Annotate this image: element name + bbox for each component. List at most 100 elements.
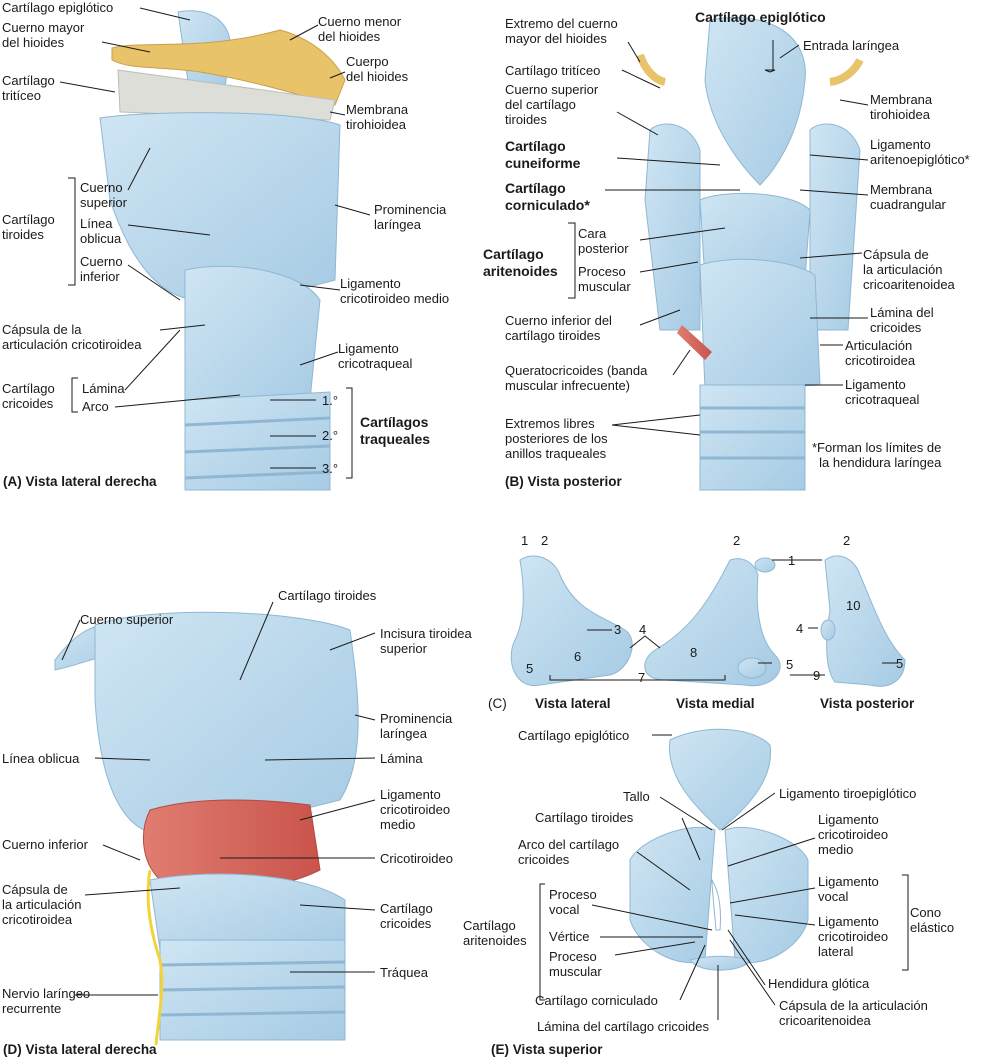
a-label-tiroides-1: Cartílago: [2, 212, 55, 227]
b-cricoid-lamina: [699, 258, 821, 391]
e-label-tiroides: Cartílago tiroides: [535, 810, 634, 825]
a-label-t1: 1.°: [322, 393, 339, 408]
e-label-aritenoides-2: aritenoides: [463, 933, 527, 948]
e-label-capsula-2: cricoaritenoidea: [779, 1013, 871, 1028]
b-label-cara-posterior-2: posterior: [578, 241, 629, 256]
d-label-traquea: Tráquea: [380, 965, 428, 980]
b-label-nota-2: la hendidura laríngea: [819, 455, 942, 470]
c-num-8: 8: [690, 645, 698, 660]
e-epiglottis: [669, 728, 772, 831]
d-label-incisura-2: superior: [380, 641, 427, 656]
b-hyoid-right: [829, 58, 864, 86]
b-label-lamina-cricoides-1: Lámina del: [870, 305, 934, 320]
e-label-proceso-muscular-1: Proceso: [549, 949, 597, 964]
a-label-triticeo-1: Cartílago: [2, 73, 55, 88]
panel-c-illustration: [510, 555, 906, 687]
b-label-cuerno-superior-3: tiroides: [505, 112, 547, 127]
e-label-cono-1: Cono: [910, 905, 942, 920]
b-label-cuneiforme-2: cuneiforme: [505, 155, 581, 171]
c-num-7: 7: [638, 670, 646, 685]
d-thyroid-cartilage: [94, 611, 359, 836]
c-posterior-arytenoid: [824, 555, 906, 687]
b-label-cuneiforme-1: Cartílago: [505, 138, 566, 154]
c-num-5b: 5: [786, 657, 794, 672]
panel-e-caption: (E) Vista superior: [491, 1042, 603, 1057]
c-num-5a: 5: [526, 661, 534, 676]
e-label-cono-2: elástico: [910, 920, 955, 935]
d-label-prominencia-1: Prominencia: [380, 711, 453, 726]
b-label-triticeo: Cartílago tritíceo: [505, 63, 601, 78]
d-label-incisura-1: Incisura tiroidea: [380, 626, 472, 641]
a-label-t2: 2.°: [322, 428, 339, 443]
e-label-tallo: Tallo: [623, 789, 650, 804]
a-label-t3: 3.°: [322, 461, 339, 476]
b-label-lig-cricotraqueal-1: Ligamento: [845, 377, 906, 392]
b-label-cuerno-superior-1: Cuerno superior: [505, 82, 599, 97]
c-num-6: 6: [574, 649, 582, 664]
a-label-membrana-1: Membrana: [346, 102, 409, 117]
a-label-lig-cricotiroideo-2: cricotiroideo medio: [340, 291, 450, 306]
b-label-extremo-cuerno-2: mayor del hioides: [505, 31, 607, 46]
a-label-cuerno-superior-2: superior: [80, 195, 127, 210]
d-label-linea-oblicua: Línea oblicua: [2, 751, 80, 766]
c-num-2c: 2: [843, 533, 851, 548]
c-medial-arytenoid: [644, 558, 781, 687]
e-label-lig-ct-3: medio: [818, 842, 854, 857]
a-label-traqueales-2: traqueales: [360, 431, 431, 447]
a-label-cuerpo-2: del hioides: [346, 69, 409, 84]
a-label-cuerno-mayor-1: Cuerno mayor: [2, 20, 85, 35]
c-label-letter: (C): [488, 696, 507, 711]
a-thyrohyoid-membrane: [117, 69, 336, 121]
e-label-lig-tiroepiglotico: Ligamento tiroepiglótico: [779, 786, 917, 801]
d-label-lig-ct-2: cricotiroideo: [380, 802, 451, 817]
b-thyroid-left: [644, 123, 701, 331]
panel-b-caption: (B) Vista posterior: [505, 474, 622, 489]
a-label-lig-cricotiroideo-1: Ligamento: [340, 276, 401, 291]
c-caption-posterior: Vista posterior: [820, 696, 915, 711]
e-cricoid-lamina: [689, 955, 751, 971]
b-label-articulacion-2: cricotiroidea: [845, 353, 916, 368]
e-label-lig-lateral-1: Ligamento: [818, 914, 879, 929]
b-label-nota-1: *Forman los límites de: [812, 440, 942, 455]
a-label-lig-cricotraqueal-2: cricotraqueal: [338, 356, 413, 371]
d-label-nervio-1: Nervio laríngeo: [2, 986, 91, 1001]
b-label-cuerno-inferior-1: Cuerno inferior del: [505, 313, 612, 328]
e-label-proceso-muscular-2: muscular: [549, 964, 602, 979]
b-label-membrana-2: tirohioidea: [870, 107, 930, 122]
e-label-aritenoides-1: Cartílago: [463, 918, 516, 933]
a-label-arco: Arco: [82, 399, 109, 414]
panel-a-caption: (A) Vista lateral derecha: [3, 474, 157, 489]
a-label-tiroides-2: tiroides: [2, 227, 44, 242]
e-thyroid-right: [724, 826, 809, 964]
c-num-2a: 2: [541, 533, 549, 548]
b-label-cuerno-superior-2: del cartílago: [505, 97, 576, 112]
b-label-capsula-crico-1: Cápsula de: [863, 247, 929, 262]
panel-d-illustration: [54, 601, 376, 1046]
e-label-proceso-vocal-1: Proceso: [549, 887, 597, 902]
a-label-cricoides-2: cricoides: [2, 396, 54, 411]
b-epiglottis: [704, 17, 806, 186]
a-hyoid: [111, 29, 346, 106]
